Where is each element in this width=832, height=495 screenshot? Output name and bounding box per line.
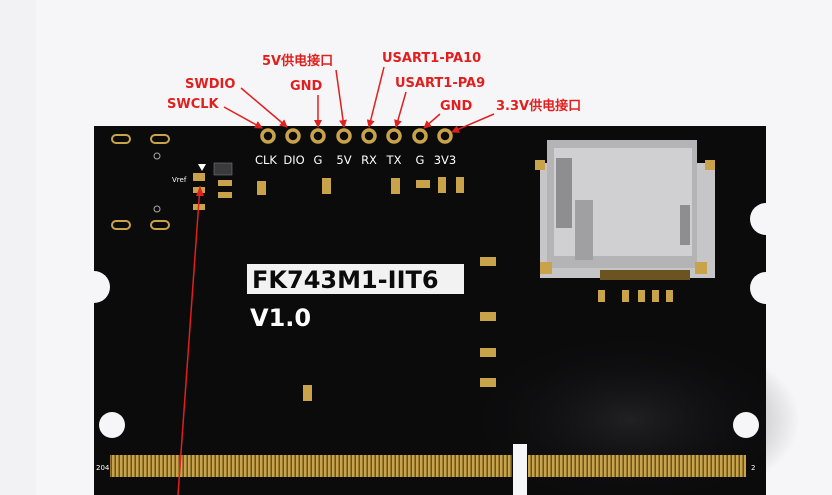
vref-marker xyxy=(198,164,206,171)
annotation-gnd-left: GND xyxy=(290,79,323,94)
pin-clk-pad xyxy=(260,128,276,144)
pin-label-g: G xyxy=(314,153,323,167)
annotation-usart1-pa9: USART1-PA9 xyxy=(395,76,485,91)
edge-number-left: 204 xyxy=(96,464,110,472)
arrow-3v3 xyxy=(451,113,495,133)
arrow-gnd-right xyxy=(423,113,441,129)
mount-hole-left xyxy=(99,412,125,438)
pin-label-dio: DIO xyxy=(283,153,304,167)
annotation-5v-supply: 5V供电接口 xyxy=(262,53,333,69)
edge-number-right: 2 xyxy=(751,464,755,472)
annotation-3v3-supply: 3.3V供电接口 xyxy=(496,98,581,114)
arrow-5v xyxy=(335,69,347,128)
board-version-label: V1.0 xyxy=(250,304,311,332)
mount-hole-right xyxy=(733,412,759,438)
pad-oval xyxy=(111,134,131,144)
pin-label-rx: RX xyxy=(361,153,377,167)
pad-oval xyxy=(150,220,170,230)
pin-dio-pad xyxy=(285,128,301,144)
pin-label-g2: G xyxy=(416,153,425,167)
pin-3v3-pad xyxy=(437,128,453,144)
microsd-slot xyxy=(535,140,715,280)
annotation-gnd-right: GND xyxy=(440,99,473,114)
arrow-pa9 xyxy=(394,91,407,128)
pin-tx-pad xyxy=(386,128,402,144)
left-margin xyxy=(0,0,36,495)
pad-oval xyxy=(150,134,170,144)
pin-label-tx: TX xyxy=(386,153,402,167)
annotations: SWDIO SWCLK 5V供电接口 GND USART1-PA10 USART… xyxy=(167,51,581,495)
arrow-swdio xyxy=(240,87,288,128)
pin-label-5v: 5V xyxy=(336,153,351,167)
arrow-vref xyxy=(177,185,201,495)
edge-connector-left xyxy=(110,455,512,477)
pin-gnd2-pad xyxy=(412,128,428,144)
annotation-usart1-pa10: USART1-PA10 xyxy=(382,51,481,66)
pin-rx-pad xyxy=(361,128,377,144)
pad-oval xyxy=(111,220,131,230)
model-label-bg xyxy=(247,264,464,294)
left-notch xyxy=(78,271,110,303)
connector-key-notch xyxy=(513,444,527,495)
vref-label: Vref xyxy=(172,176,187,184)
pin-label-clk: CLK xyxy=(255,153,277,167)
pin-gnd-pad xyxy=(310,128,326,144)
annotation-swdio: SWDIO xyxy=(185,77,235,92)
annotation-swclk: SWCLK xyxy=(167,97,220,112)
board-model-label: FK743M1-IIT6 xyxy=(252,266,439,294)
right-notch-middle xyxy=(750,272,782,304)
pin-label-3v3: 3V3 xyxy=(434,153,457,167)
right-notch-top xyxy=(750,203,782,235)
header-pins xyxy=(260,128,453,144)
pin-5v-pad xyxy=(336,128,352,144)
arrow-pa10 xyxy=(366,66,385,128)
arrow-swclk xyxy=(223,106,263,129)
edge-connector-right xyxy=(528,455,746,477)
